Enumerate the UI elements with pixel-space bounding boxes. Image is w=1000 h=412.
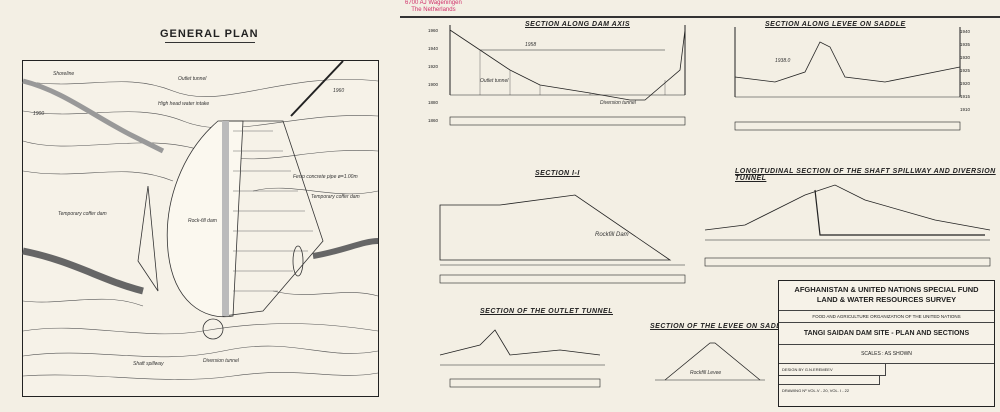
levee-saddle-title: SECTION ALONG LEVEE ON SADDLE: [765, 21, 906, 28]
tick: 1940: [428, 46, 439, 51]
levee-saddle-section: [734, 27, 961, 131]
tick: 1960: [428, 28, 439, 33]
label-dam: Rock-fill dam: [188, 218, 217, 224]
tick: 1920: [960, 81, 971, 86]
longitudinal-title: LONGITUDINAL SECTION OF THE SHAFT SPILLW…: [735, 168, 996, 182]
stamp-line: 6700 AJ Wageningen: [405, 0, 462, 6]
section-1-drawing: [439, 194, 686, 284]
contour-label: 1900: [33, 111, 45, 117]
dam-axis-title: SECTION ALONG DAM AXIS: [525, 21, 630, 28]
outlet-tunnel-label: Outlet tunnel: [480, 78, 509, 84]
stamp-line: The Netherlands: [411, 7, 456, 13]
library-stamp: 6700 AJ Wageningen The Netherlands: [405, 0, 462, 14]
top-border: [400, 16, 1000, 18]
tick: 1935: [960, 42, 971, 47]
label-spillway: Shaft spillway: [133, 361, 164, 367]
shaft-spillway: [202, 318, 224, 340]
label-outlet-tunnel: Outlet tunnel: [178, 76, 207, 82]
river: [312, 238, 379, 259]
label-coffer-left: Temporary coffer dam: [58, 211, 107, 217]
crest-label: 1958: [525, 42, 537, 48]
project-title: TANGI SAIDAN DAM SITE - PLAN AND SECTION…: [779, 323, 994, 345]
rockfill-dam-label: Rockfill Dam: [595, 232, 629, 238]
designer: DESIGN BY G.N.EREMEEV: [779, 364, 886, 376]
title-block: AFGHANISTAN & UNITED NATIONS SPECIAL FUN…: [778, 280, 995, 407]
title-line-2: LAND & WATER RESOURCES SURVEY: [816, 295, 957, 304]
blank-row: [779, 376, 880, 385]
levee-label: Rockfill Levee: [690, 370, 722, 376]
label-diversion: Diversion tunnel: [203, 358, 239, 364]
label-pipe: Ferro concrete pipe ø=1.00m: [293, 174, 358, 180]
tick: 1915: [960, 94, 971, 99]
tick: 1900: [428, 82, 439, 87]
coffer-dam-left: [137, 185, 159, 292]
levee-section-title: SECTION OF THE LEVEE ON SADDLE: [650, 323, 792, 330]
contour-label: 1960: [333, 88, 345, 94]
shoreline: [22, 78, 165, 154]
dam-axis-ticks: 1960 1940 1920 1900 1880 1860: [428, 22, 438, 130]
tick: 1910: [960, 107, 971, 112]
north-arrow: [290, 60, 344, 117]
dam-core: [222, 121, 229, 316]
levee-crest: 1938.0: [775, 58, 791, 64]
outlet-tunnel-drawing: [439, 329, 605, 388]
tick: 1925: [960, 68, 971, 73]
plan-title: GENERAL PLAN: [160, 28, 259, 40]
dam-axis-section: [449, 25, 686, 126]
contour-map: [22, 60, 379, 380]
coffer-dam-right: [292, 245, 304, 277]
label-coffer-right: Temporary coffer dam: [311, 194, 360, 200]
tick: 1920: [428, 64, 439, 69]
section-1-title: SECTION I-I: [535, 170, 580, 177]
general-plan-map: Shoreline Outlet tunnel High head water …: [22, 60, 379, 397]
label-shoreline: Shoreline: [53, 71, 75, 77]
scales: SCALES : AS SHOWN: [779, 345, 994, 364]
label-intake: High head water intake: [158, 101, 210, 107]
scale-bar: [165, 42, 255, 43]
diversion-tunnel-label: Diversion tunnel: [600, 100, 636, 106]
tick: 1940: [960, 29, 971, 34]
title-block-header: AFGHANISTAN & UNITED NATIONS SPECIAL FUN…: [779, 281, 994, 311]
title-line-1: AFGHANISTAN & UNITED NATIONS SPECIAL FUN…: [794, 285, 979, 294]
outlet-tunnel-title: SECTION OF THE OUTLET TUNNEL: [480, 308, 613, 315]
tick: 1880: [428, 100, 439, 105]
org-line: FOOD AND AGRICULTURE ORGANIZATION OF THE…: [779, 311, 994, 323]
longitudinal-drawing: [704, 184, 991, 267]
tick: 1860: [428, 118, 439, 123]
levee-ticks: 1940 1935 1930 1925 1920 1915 1910: [960, 25, 970, 116]
tick: 1930: [960, 55, 971, 60]
levee-section-drawing: [655, 342, 765, 381]
drawing-number: DRAWING Nº VOL.V - 20, VOL. I - 22: [782, 388, 850, 393]
river: [22, 247, 144, 295]
